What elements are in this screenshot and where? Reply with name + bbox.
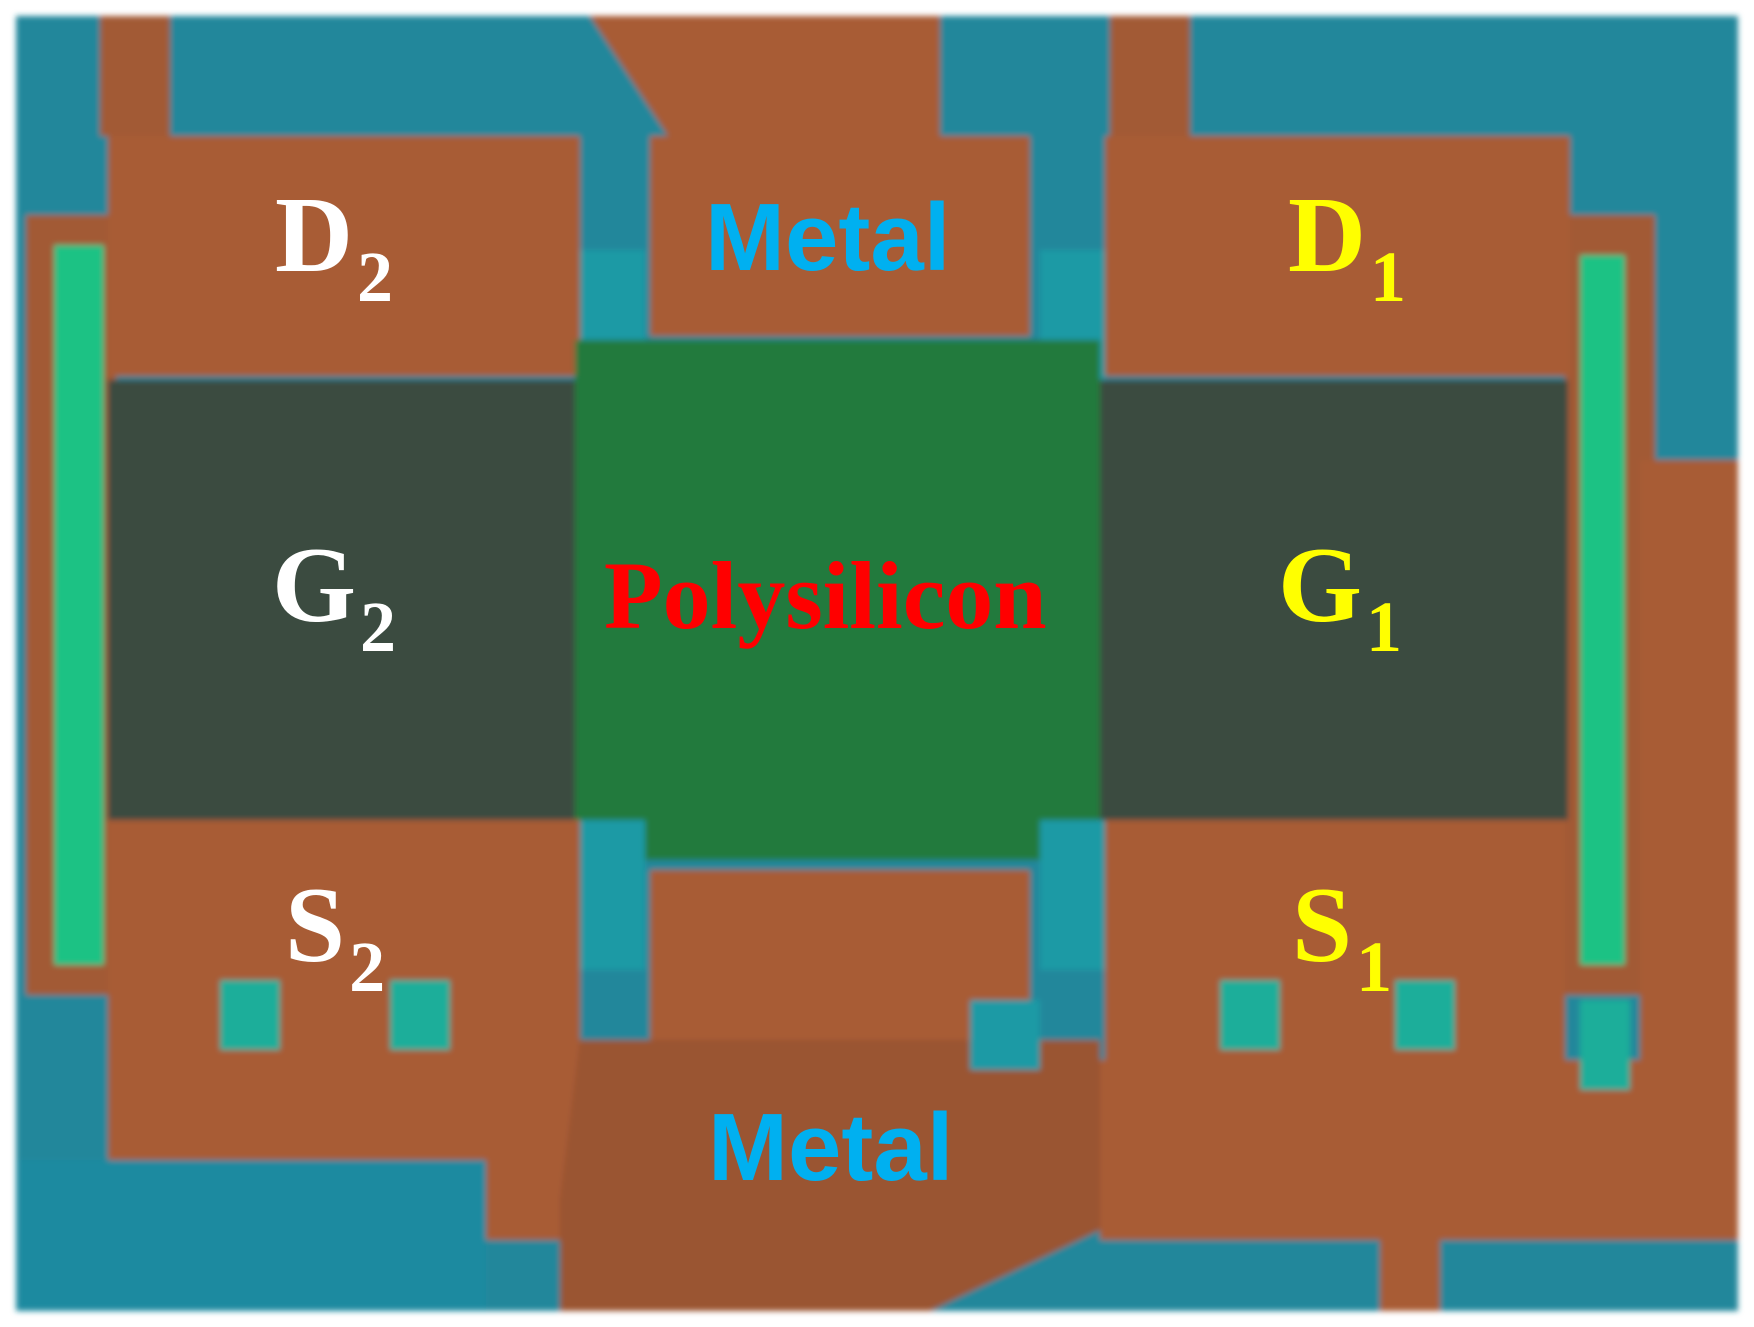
label-g2: G2 xyxy=(272,532,397,667)
label-s1-sub: 1 xyxy=(1356,927,1393,1007)
label-g2-letter: G xyxy=(272,526,357,645)
label-metal-bottom: Metal xyxy=(708,1094,954,1201)
bottom-metal-lead xyxy=(560,1040,1100,1311)
metal-bottom-pad xyxy=(650,870,1030,1040)
label-g1: G1 xyxy=(1278,532,1403,667)
label-s1: S1 xyxy=(1292,872,1393,1007)
label-s2-sub: 2 xyxy=(349,927,386,1007)
d2-pad xyxy=(108,136,580,376)
micrograph-image xyxy=(16,16,1738,1311)
top-metal-lead xyxy=(590,16,940,170)
label-metal-top: Metal xyxy=(705,184,951,291)
metal-top-pad xyxy=(650,136,1030,336)
label-g1-sub: 1 xyxy=(1366,587,1403,667)
label-d1-letter: D xyxy=(1288,176,1366,295)
label-d2: D2 xyxy=(275,182,393,317)
label-s2: S2 xyxy=(285,872,386,1007)
label-polysilicon: Polysilicon xyxy=(604,542,1047,649)
label-g2-sub: 2 xyxy=(360,587,397,667)
label-s1-letter: S xyxy=(1292,866,1353,985)
label-d2-letter: D xyxy=(275,176,353,295)
polysilicon-region xyxy=(575,340,1100,860)
label-d1: D1 xyxy=(1288,182,1406,317)
label-s2-letter: S xyxy=(285,866,346,985)
label-g1-letter: G xyxy=(1278,526,1363,645)
label-d2-sub: 2 xyxy=(357,237,393,317)
d1-pad xyxy=(1105,136,1570,376)
label-d1-sub: 1 xyxy=(1370,237,1406,317)
